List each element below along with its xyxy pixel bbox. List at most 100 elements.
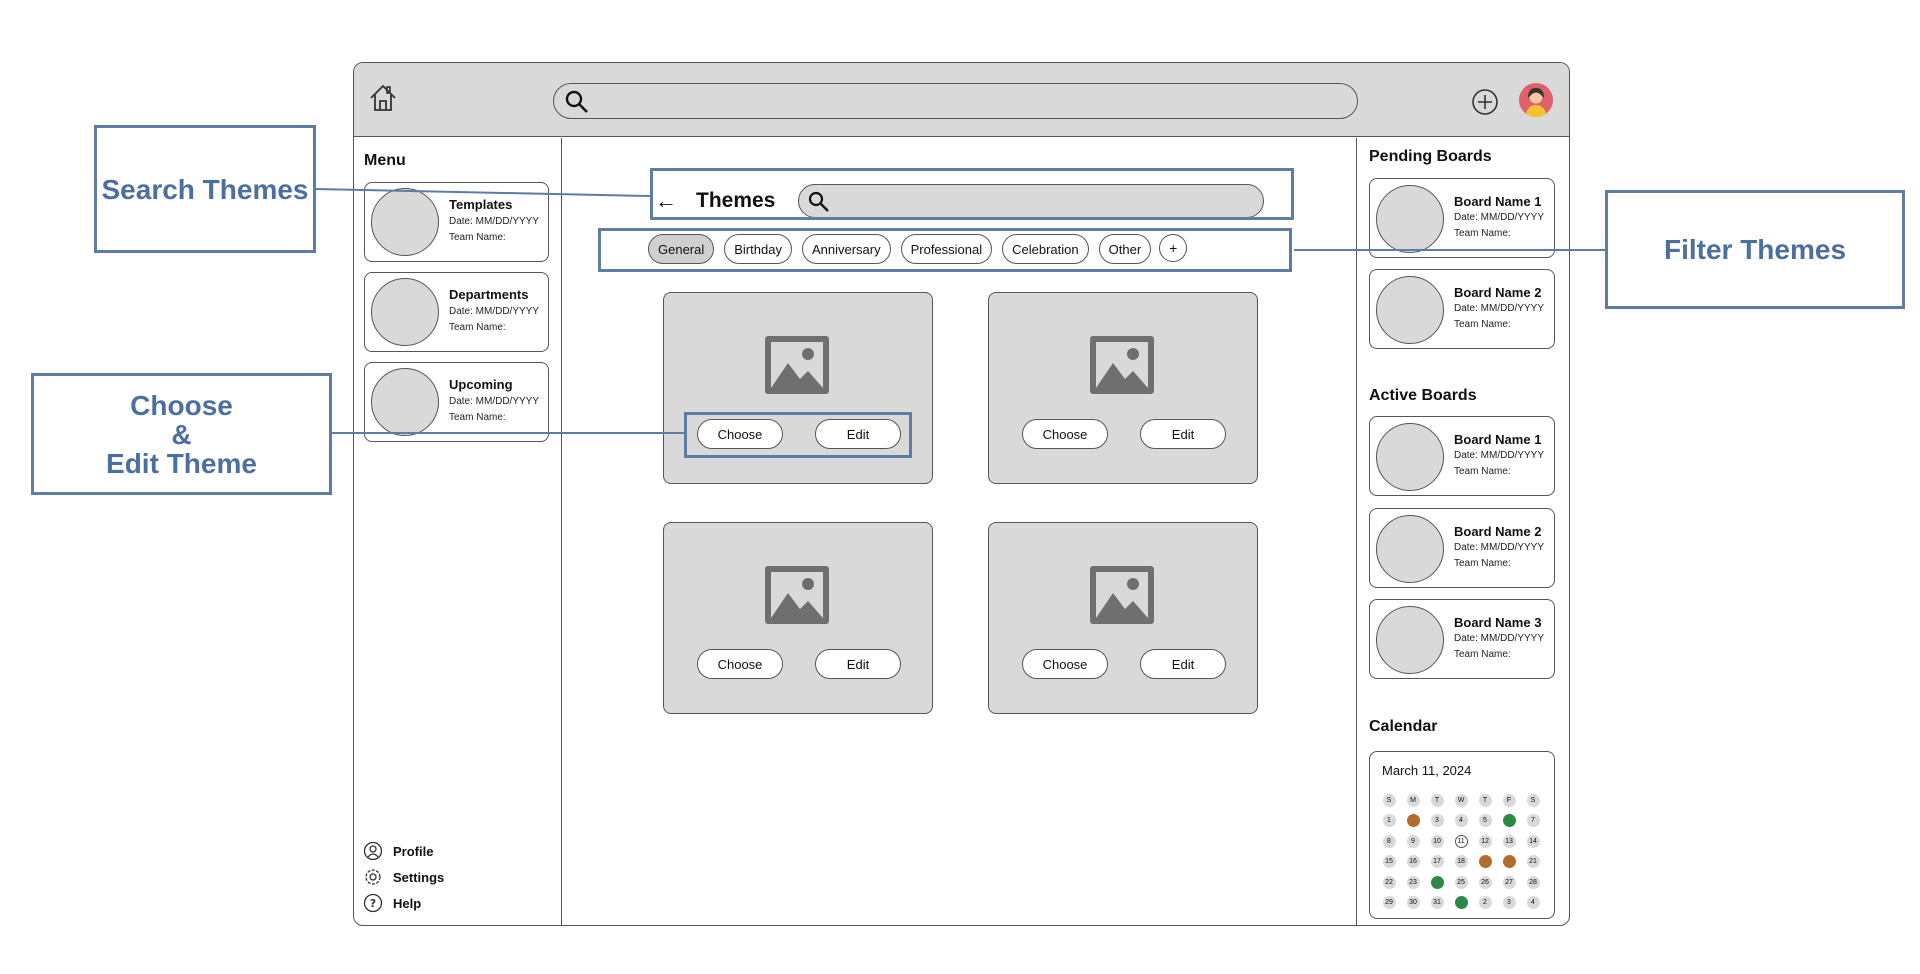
filter-celebration[interactable]: Celebration — [1002, 234, 1089, 264]
weekday: S — [1382, 793, 1396, 807]
calendar-day[interactable]: 2 — [1478, 896, 1492, 910]
annotation-line: & — [171, 418, 192, 450]
calendar-grid: S M T W T F S 1 3 4 5 7 8 9 10 11 12 13 — [1377, 790, 1545, 913]
board-title: Board Name 2 — [1454, 285, 1542, 300]
active-boards-title: Active Boards — [1369, 387, 1477, 404]
filter-other[interactable]: Other — [1098, 234, 1152, 264]
nav-help[interactable]: ? Help — [363, 890, 444, 916]
calendar-day[interactable]: 3 — [1502, 896, 1516, 910]
board-title: Board Name 1 — [1454, 194, 1542, 209]
choose-theme-button[interactable]: Choose — [1022, 649, 1108, 679]
choose-edit-theme-annotation: Choose & Edit Theme — [31, 373, 332, 495]
filter-general[interactable]: General — [648, 234, 715, 264]
home-icon[interactable] — [368, 83, 398, 113]
choose-theme-button[interactable]: Choose — [697, 419, 783, 449]
calendar-event-icon[interactable] — [1478, 855, 1492, 869]
filter-anniversary[interactable]: Anniversary — [801, 234, 891, 264]
theme-card: Choose Edit — [663, 292, 933, 484]
calendar-day[interactable]: 23 — [1406, 875, 1420, 889]
calendar-event-icon[interactable] — [1430, 875, 1444, 889]
filter-highlight-box — [598, 228, 1292, 272]
calendar-day[interactable]: 18 — [1454, 855, 1468, 869]
search-highlight-box — [650, 168, 1294, 220]
user-avatar-icon — [1525, 88, 1547, 117]
nav-profile[interactable]: Profile — [363, 838, 444, 864]
calendar-day[interactable]: 26 — [1478, 875, 1492, 889]
calendar-event-icon[interactable] — [1502, 814, 1516, 828]
calendar-day-today[interactable]: 11 — [1454, 834, 1468, 848]
calendar-event-icon[interactable] — [1502, 855, 1516, 869]
pending-boards-title: Pending Boards — [1369, 148, 1492, 165]
calendar-day[interactable]: 3 — [1430, 814, 1444, 828]
calendar-day[interactable]: 9 — [1406, 834, 1420, 848]
calendar-day[interactable]: 8 — [1382, 834, 1396, 848]
calendar-day[interactable]: 25 — [1454, 875, 1468, 889]
filter-birthday[interactable]: Birthday — [724, 234, 792, 264]
edit-theme-button[interactable]: Edit — [815, 419, 901, 449]
item-title: Upcoming — [449, 377, 513, 392]
choose-theme-button[interactable]: Choose — [1022, 419, 1108, 449]
plus-circle-icon[interactable] — [1471, 88, 1499, 116]
calendar-day[interactable]: 28 — [1526, 875, 1540, 889]
calendar-day[interactable]: 14 — [1526, 834, 1540, 848]
calendar-day[interactable]: 5 — [1478, 814, 1492, 828]
calendar-day[interactable]: 12 — [1478, 834, 1492, 848]
back-arrow-icon[interactable]: ← — [655, 188, 677, 213]
calendar-day[interactable]: 1 — [1382, 814, 1396, 828]
weekday: M — [1406, 793, 1420, 807]
weekday: F — [1502, 793, 1516, 807]
weekday: T — [1430, 793, 1444, 807]
theme-card: Choose Edit — [663, 522, 933, 714]
calendar-day[interactable]: 29 — [1382, 896, 1396, 910]
board-thumbnail — [1376, 423, 1444, 491]
calendar-day[interactable]: 4 — [1526, 896, 1540, 910]
settings-icon — [365, 869, 381, 885]
nav-settings[interactable]: Settings — [363, 864, 444, 890]
add-filter-button[interactable]: + — [1159, 234, 1188, 262]
calendar-day[interactable]: 15 — [1382, 855, 1396, 869]
calendar-day[interactable]: 30 — [1406, 896, 1420, 910]
right-sidebar: Pending Boards Board Name 1 Date: MM/DD/… — [1356, 138, 1569, 925]
calendar-day[interactable]: 21 — [1526, 855, 1540, 869]
edit-theme-button[interactable]: Edit — [1140, 419, 1226, 449]
global-search-input[interactable] — [553, 83, 1358, 119]
item-title: Departments — [449, 287, 529, 302]
calendar-day[interactable]: 27 — [1502, 875, 1516, 889]
calendar-event-icon[interactable] — [1454, 896, 1468, 910]
edit-theme-button[interactable]: Edit — [1140, 649, 1226, 679]
edit-theme-button[interactable]: Edit — [815, 649, 901, 679]
item-title: Templates — [449, 197, 513, 212]
avatar[interactable] — [1519, 83, 1553, 117]
calendar-day[interactable]: 16 — [1406, 855, 1420, 869]
filter-chips: General Birthday Anniversary Professiona… — [648, 234, 1188, 264]
calendar-day[interactable]: 10 — [1430, 834, 1444, 848]
filter-professional[interactable]: Professional — [900, 234, 993, 264]
calendar-day[interactable]: 13 — [1502, 834, 1516, 848]
calendar-widget: March 11, 2024 S M T W T F S 1 3 4 5 7 8… — [1369, 751, 1555, 919]
image-placeholder-icon — [765, 566, 829, 624]
image-placeholder-icon — [1090, 336, 1154, 394]
board-title: Board Name 1 — [1454, 432, 1542, 447]
calendar-event-icon[interactable] — [1406, 814, 1420, 828]
choose-theme-button[interactable]: Choose — [697, 649, 783, 679]
calendar-day[interactable]: 22 — [1382, 875, 1396, 889]
nav-profile-label: Profile — [393, 843, 434, 859]
calendar-day[interactable]: 31 — [1430, 896, 1444, 910]
filter-themes-annotation: Filter Themes — [1605, 190, 1905, 309]
calendar-day[interactable]: 17 — [1430, 855, 1444, 869]
calendar-day[interactable]: 4 — [1454, 814, 1468, 828]
calendar-day[interactable]: 7 — [1526, 814, 1540, 828]
